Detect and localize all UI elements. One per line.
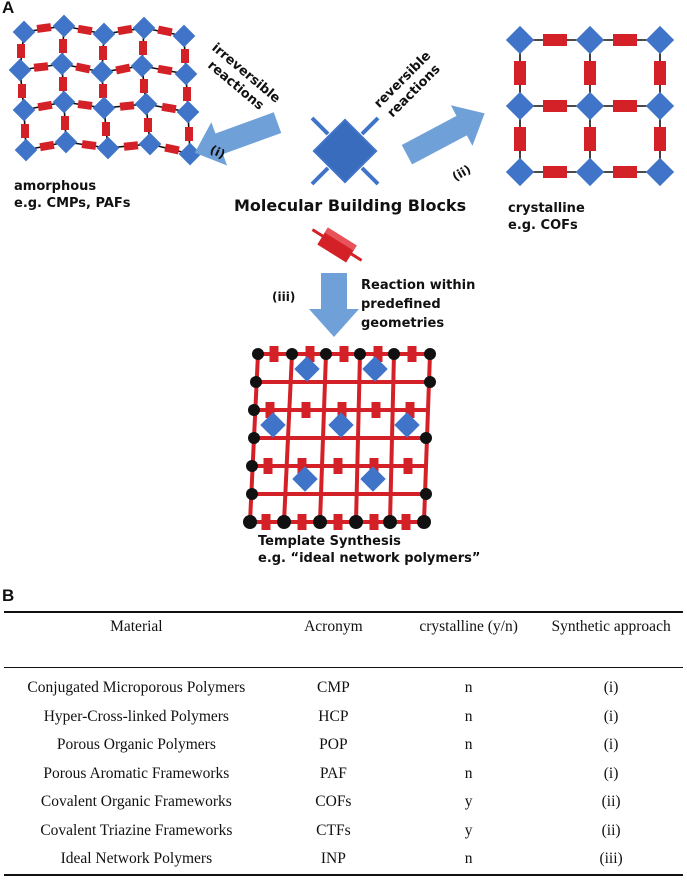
crystalline-line1: crystalline bbox=[508, 201, 585, 216]
table-header-row: Material Acronym crystalline (y/n) Synth… bbox=[4, 612, 683, 668]
molecular-building-blocks-title: Molecular Building Blocks bbox=[234, 196, 467, 215]
table-row: Porous Organic Polymers POP n (i) bbox=[4, 731, 683, 760]
panel-b-label: B bbox=[2, 586, 15, 605]
table-row: Ideal Network Polymers INP n (iii) bbox=[4, 845, 683, 875]
linker-rod bbox=[311, 227, 363, 263]
building-block-node bbox=[310, 116, 380, 186]
acronym-cell: INP bbox=[320, 850, 346, 868]
material-cell: Porous Aromatic Frameworks bbox=[43, 764, 230, 782]
template-reaction-label: Reaction within predefined geometries bbox=[361, 276, 475, 333]
template-reaction-line2: predefined bbox=[361, 297, 441, 312]
header-crystalline: crystalline (y/n) bbox=[419, 618, 518, 635]
crystalline-cell: y bbox=[464, 793, 473, 811]
crystalline-cell: n bbox=[464, 707, 473, 725]
roman-iii-label: (iii) bbox=[272, 290, 296, 304]
approach-cell: (iii) bbox=[599, 850, 623, 868]
template-synthesis-line2: e.g. “ideal network polymers” bbox=[258, 551, 481, 566]
approach-cell: (ii) bbox=[601, 793, 621, 811]
crystalline-network bbox=[505, 25, 675, 187]
header-acronym: Acronym bbox=[304, 618, 363, 635]
crystalline-cell: n bbox=[464, 736, 473, 754]
material-cell: Covalent Organic Frameworks bbox=[40, 793, 232, 811]
acronym-cell: POP bbox=[319, 736, 348, 754]
acronym-cell: HCP bbox=[318, 707, 349, 725]
table-row: Covalent Organic Frameworks COFs y (ii) bbox=[4, 788, 683, 817]
table-row: Covalent Triazine Frameworks CTFs y (ii) bbox=[4, 817, 683, 846]
approach-cell: (i) bbox=[603, 679, 619, 697]
header-material: Material bbox=[110, 618, 163, 635]
template-synthesis-label: Template Synthesis e.g. “ideal network p… bbox=[258, 533, 480, 567]
approach-cell: (i) bbox=[603, 736, 619, 754]
material-cell: Conjugated Microporous Polymers bbox=[27, 679, 246, 697]
arrow-reversible bbox=[401, 105, 485, 165]
approach-cell: (i) bbox=[603, 707, 619, 725]
amorphous-label: amorphous e.g. CMPs, PAFs bbox=[14, 178, 131, 212]
material-cell: Covalent Triazine Frameworks bbox=[40, 821, 233, 839]
material-cell: Ideal Network Polymers bbox=[60, 850, 213, 868]
crystalline-cell: n bbox=[464, 679, 473, 697]
table-row: Hyper-Cross-linked Polymers HCP n (i) bbox=[4, 703, 683, 732]
template-reaction-line1: Reaction within bbox=[361, 278, 476, 293]
acronym-cell: COFs bbox=[315, 793, 352, 811]
crystalline-cell: n bbox=[464, 764, 473, 782]
acronym-cell: PAF bbox=[319, 764, 347, 782]
acronym-cell: CMP bbox=[317, 679, 350, 697]
amorphous-line2: e.g. CMPs, PAFs bbox=[14, 196, 131, 211]
table-row: Porous Aromatic Frameworks PAF n (i) bbox=[4, 760, 683, 789]
template-reaction-line3: geometries bbox=[361, 316, 445, 331]
arrow-irreversible bbox=[194, 112, 282, 166]
crystalline-cell: y bbox=[464, 821, 473, 839]
material-cell: Hyper-Cross-linked Polymers bbox=[43, 707, 229, 725]
amorphous-line1: amorphous bbox=[14, 179, 97, 194]
template-network bbox=[243, 346, 436, 530]
amorphous-network bbox=[8, 14, 202, 166]
materials-table: Material Acronym crystalline (y/n) Synth… bbox=[4, 611, 683, 876]
header-synthetic-approach: Synthetic approach bbox=[551, 618, 671, 635]
table-row: Conjugated Microporous Polymers CMP n (i… bbox=[4, 668, 683, 703]
arrow-template bbox=[309, 273, 359, 337]
panel-a-label: A bbox=[2, 0, 15, 17]
material-cell: Porous Organic Polymers bbox=[56, 736, 216, 754]
crystalline-line2: e.g. COFs bbox=[508, 218, 578, 233]
approach-cell: (i) bbox=[603, 764, 619, 782]
acronym-cell: CTFs bbox=[316, 821, 351, 839]
template-synthesis-line1: Template Synthesis bbox=[258, 534, 401, 549]
crystalline-cell: n bbox=[464, 850, 473, 868]
approach-cell: (ii) bbox=[601, 821, 621, 839]
crystalline-label: crystalline e.g. COFs bbox=[508, 200, 585, 234]
